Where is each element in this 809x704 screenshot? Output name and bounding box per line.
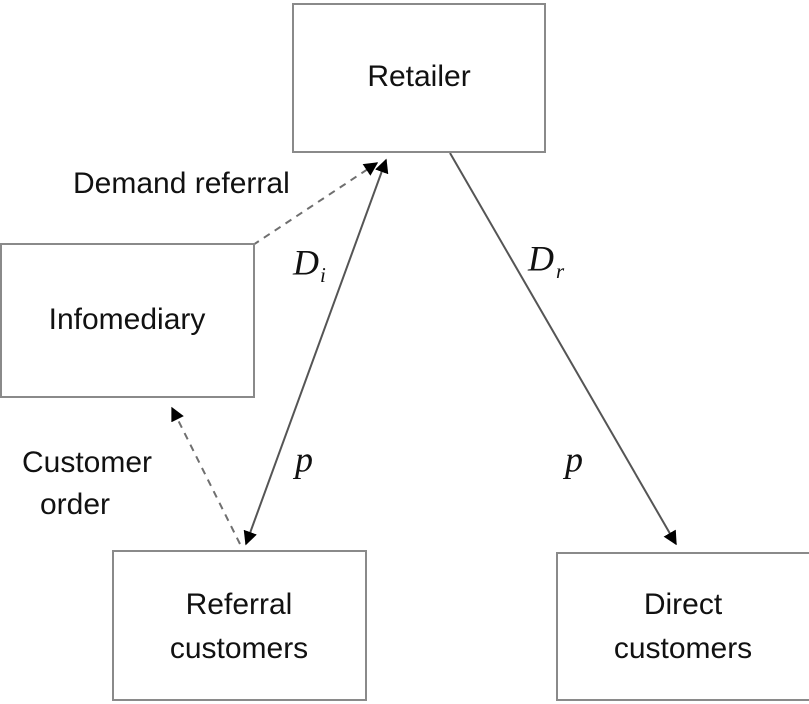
edge-label-p-right-base: p: [562, 439, 583, 479]
flow-label-customer-order-line2: order: [40, 488, 110, 521]
node-retailer-label: Retailer: [367, 60, 470, 93]
flow-label-demand-referral-text: Demand referral: [73, 167, 290, 200]
node-referral-customers-label-line1: Referral: [186, 588, 293, 621]
node-referral-customers[interactable]: Referral customers: [112, 550, 367, 701]
edge-label-p-left-base: p: [292, 439, 313, 479]
node-infomediary-label: Infomediary: [49, 303, 206, 336]
edge-customer-order: [171, 406, 241, 545]
edge-label-d-i-sub: i: [320, 263, 326, 287]
flow-label-customer-order-line1: Customer: [22, 446, 152, 479]
edge-retailer-direct-customers-line: [449, 152, 677, 546]
edge-label-d-r-sub: r: [556, 259, 565, 283]
node-retailer[interactable]: Retailer: [292, 3, 546, 153]
edge-label-d-r-base: D: [527, 238, 554, 278]
edge-label-p-left: p: [292, 439, 313, 479]
flow-label-customer-order: Customer order: [22, 446, 152, 521]
node-direct-customers-label-line1: Direct: [644, 588, 723, 621]
node-direct-customers-box[interactable]: [556, 552, 809, 701]
edge-label-d-i: D i: [292, 242, 326, 287]
edge-retailer-referral-customers: [243, 158, 389, 546]
flow-label-demand-referral: Demand referral: [73, 167, 290, 200]
edge-label-d-r: D r: [527, 238, 565, 283]
edge-label-p-right: p: [562, 439, 583, 479]
edge-label-d-i-base: D: [292, 242, 319, 282]
edge-retailer-direct-customers: [449, 152, 677, 546]
node-direct-customers-label-line2: customers: [614, 632, 752, 665]
node-infomediary-box[interactable]: [0, 243, 255, 398]
node-referral-customers-box[interactable]: [112, 550, 367, 701]
edge-retailer-referral-customers-line: [243, 158, 389, 546]
node-direct-customers[interactable]: Direct customers: [556, 552, 809, 701]
edge-customer-order-line: [171, 406, 241, 545]
node-infomediary[interactable]: Infomediary: [0, 243, 255, 398]
node-retailer-box[interactable]: [292, 3, 546, 153]
node-referral-customers-label-line2: customers: [170, 632, 308, 665]
